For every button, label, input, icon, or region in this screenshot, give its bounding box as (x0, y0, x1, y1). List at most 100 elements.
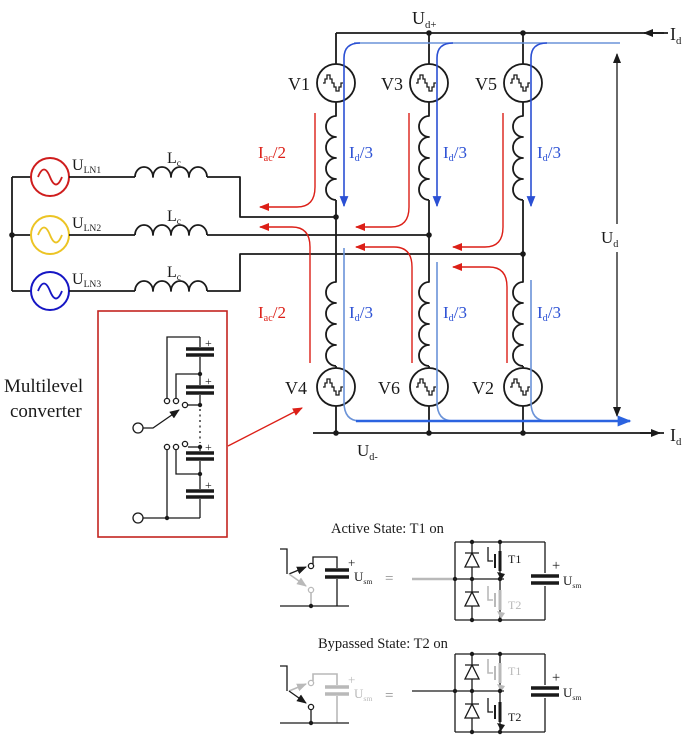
source-right-leads (69, 176, 135, 292)
junction-dot (469, 688, 475, 694)
caption-converter: converter (10, 401, 82, 422)
phase-c-line (207, 253, 523, 292)
igbt-t1-gate-hook (487, 659, 493, 674)
junction-dot (469, 539, 475, 545)
detail-pointer-arrow (227, 407, 303, 447)
source-left-leads (12, 176, 31, 292)
label-id-top: Id (670, 24, 682, 47)
igbt-t2-gate-hook (487, 698, 493, 713)
leg2-wires (418, 33, 430, 433)
flow-arrow (339, 42, 361, 208)
capacitor-plates (531, 686, 559, 697)
junction-dot (469, 617, 475, 623)
tap-wire (175, 373, 200, 398)
junction-dot (497, 617, 503, 623)
capacitor-plates (186, 347, 214, 499)
label-usm: Usm (563, 685, 582, 702)
label-iac2-lower: Iac/2 (258, 303, 286, 324)
label-t2: T2 (508, 710, 521, 724)
igbt-t1-emitter-arrow (497, 572, 505, 580)
arm-v2 (503, 367, 543, 407)
multilevel-wave-icon (415, 378, 437, 396)
label-v3: V3 (381, 74, 403, 94)
switch-arm-bypass-gray (288, 573, 307, 587)
cap-plus: + (348, 555, 355, 570)
label-lc1: Lc (167, 150, 181, 169)
contact-circle (181, 401, 189, 409)
label-t1: T1 (508, 664, 521, 678)
label-id3: Id/3 (349, 303, 373, 324)
phase-a-line (207, 176, 336, 218)
junction-dot (308, 720, 314, 726)
label-ud: Ud (601, 228, 618, 250)
sm-input-wire (280, 548, 288, 574)
contact-circle (172, 397, 180, 405)
contact-circle (307, 679, 315, 687)
junction-dot (497, 729, 503, 735)
flow-arrow (355, 113, 410, 231)
arm-v1 (316, 63, 356, 103)
flow-arrow (452, 263, 508, 363)
tap-wire (166, 336, 200, 398)
junction-dot (497, 651, 503, 657)
port-terminal (132, 512, 144, 524)
flow-arrow (526, 42, 548, 208)
label-iac2-upper: Iac/2 (258, 143, 286, 164)
diode-d2 (465, 691, 479, 732)
diode-d2-triangle (463, 590, 481, 607)
igbt-t2-gate-hook (487, 586, 493, 601)
diode-d2-triangle (463, 702, 481, 719)
label-uln2: ULN2 (72, 215, 101, 234)
label-v4: V4 (285, 378, 307, 398)
label-v6: V6 (378, 378, 400, 398)
flow-arrow (259, 223, 311, 363)
dc-rails: Ud+ Id Ud- Id Ud (313, 8, 682, 463)
label-id3: Id/3 (537, 143, 561, 164)
diode-d1 (465, 654, 479, 691)
junction-dot (197, 371, 203, 377)
contact-circle (163, 397, 171, 405)
arm-v4 (316, 367, 356, 407)
ac-current-flows: Iac/2 Iac/2 (258, 113, 508, 363)
blue-lower-curve (530, 280, 548, 422)
bypassed-state-title: Bypassed State: T2 on (318, 636, 449, 652)
contact-circle (307, 586, 315, 594)
sine-icon (37, 226, 63, 244)
igbt-t2-emitter-arrow (497, 723, 505, 731)
bypassed-state-diagram: Bypassed State: T2 on + Usm = + Usm T1 (280, 636, 582, 735)
label-lc2: Lc (167, 208, 181, 227)
cap-plus: + (205, 374, 212, 388)
cap-plus: + (552, 670, 560, 686)
arm-v5 (503, 63, 543, 103)
label-id3: Id/3 (443, 303, 467, 324)
label-uln1: ULN1 (72, 157, 101, 176)
active-state-title: Active State: T1 on (331, 521, 445, 537)
multilevel-wave-icon (509, 74, 531, 92)
label-id3: Id/3 (443, 143, 467, 164)
flow-arrow (355, 243, 413, 363)
arm-v6 (409, 367, 449, 407)
label-ud-plus: Ud+ (412, 8, 437, 31)
junction-dot (497, 576, 503, 582)
diode-d1-triangle (463, 551, 481, 568)
port-terminal (132, 422, 144, 434)
switch-arm-active (288, 566, 307, 575)
label-t1: T1 (508, 552, 521, 566)
cap-plus: + (348, 672, 355, 687)
ac-source-network: ULN1 ULN2 ULN3 Lc Lc Lc (9, 150, 526, 311)
inductor-lc1 (134, 166, 208, 178)
cap-plus: + (205, 478, 212, 492)
switch-arm-active-gray (288, 683, 307, 692)
junction-dot (469, 576, 475, 582)
capacitor-plates (531, 574, 559, 585)
junction-dot (197, 444, 203, 450)
inductor-lc3 (134, 280, 208, 292)
blue-lower-curve (343, 248, 361, 422)
contact-circle (307, 562, 315, 570)
label-id3: Id/3 (349, 143, 373, 164)
junction-dot (164, 515, 170, 521)
junction-dot (308, 603, 314, 609)
flow-arrow (452, 113, 504, 251)
